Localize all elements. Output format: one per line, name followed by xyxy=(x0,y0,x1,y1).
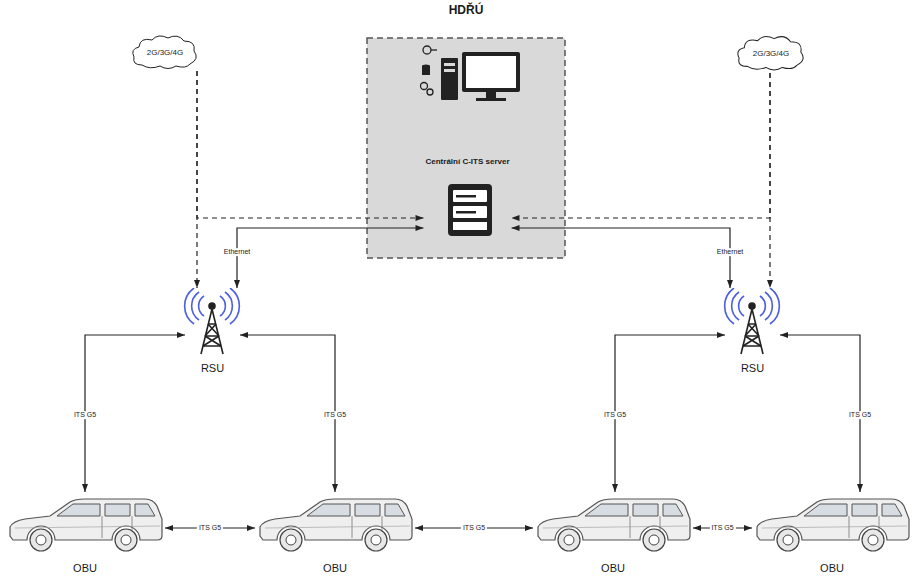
node-label: OBU xyxy=(820,562,844,575)
car-illustration xyxy=(538,499,690,551)
link-arrow xyxy=(512,228,730,288)
link-label: ITS G5 xyxy=(197,524,223,532)
workstation-icon xyxy=(421,46,521,101)
antenna-tower xyxy=(725,288,780,354)
node-label: OBU xyxy=(601,562,625,575)
hdru-region xyxy=(367,38,565,258)
node-label: 2G/3G/4G xyxy=(147,48,183,57)
node-label: OBU xyxy=(323,562,347,575)
link-arrow xyxy=(85,335,185,492)
link-label: ITS G5 xyxy=(461,524,487,532)
link-label: ITS G5 xyxy=(709,524,735,532)
obu-node: OBU xyxy=(255,492,415,578)
link-label: ITS G5 xyxy=(847,411,873,419)
link-arrow xyxy=(237,228,423,288)
car-illustration xyxy=(260,499,412,551)
cellular-link xyxy=(512,73,770,218)
link-label: ITS G5 xyxy=(322,411,348,419)
cloud-shape xyxy=(133,36,196,69)
cellular-link xyxy=(769,73,770,288)
node-label: Centrální C-ITS server xyxy=(425,157,509,166)
cellular-link xyxy=(196,71,197,288)
server-icon xyxy=(448,184,492,236)
node-label: OBU xyxy=(73,562,97,575)
obu-node: OBU xyxy=(533,492,693,578)
link-arrow xyxy=(240,335,335,492)
node-label: RSU xyxy=(741,362,764,375)
region-title-box: HDŘÚ Centrální C-ITS server xyxy=(367,4,565,260)
cellular-link xyxy=(197,71,423,218)
antenna-tower xyxy=(185,288,240,354)
car-illustration xyxy=(757,499,909,551)
rsu-node: RSU xyxy=(725,288,780,378)
link-label: ITS G5 xyxy=(72,411,98,419)
link-label: ITS G5 xyxy=(602,411,628,419)
link-arrow xyxy=(615,335,725,492)
cloud-node: 2G/3G/4G xyxy=(130,33,200,71)
car-illustration xyxy=(10,499,162,551)
link-label: Ethernet xyxy=(222,248,252,256)
obu-node: OBU xyxy=(752,492,912,578)
cloud-shape xyxy=(738,36,803,70)
obu-node: OBU xyxy=(5,492,165,578)
node-label: RSU xyxy=(201,362,224,375)
node-label: HDŘÚ xyxy=(449,4,484,18)
server-node: Centrální C-ITS server xyxy=(423,155,511,238)
node-label: 2G/3G/4G xyxy=(753,49,789,58)
link-label: Ethernet xyxy=(715,248,745,256)
cloud-node: 2G/3G/4G xyxy=(735,33,807,73)
rsu-node: RSU xyxy=(185,288,240,378)
